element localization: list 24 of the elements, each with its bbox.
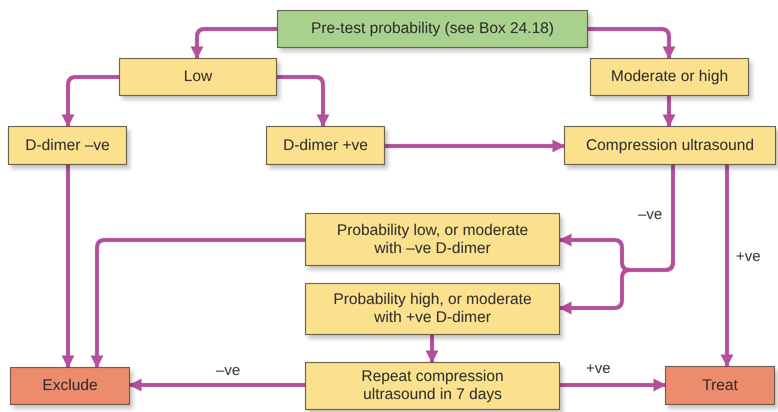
arrow xyxy=(426,335,438,364)
arrow xyxy=(720,165,734,368)
process-box: Compression ultrasound xyxy=(564,126,776,165)
process-box: Moderate or high xyxy=(590,58,749,96)
arrow xyxy=(662,96,676,128)
arrow xyxy=(558,165,675,314)
arrow xyxy=(190,27,277,60)
arrow xyxy=(385,140,566,152)
arrow xyxy=(128,378,305,392)
arrow xyxy=(560,378,666,392)
outcome-box: Treat xyxy=(665,366,775,405)
process-box: Probability low, or moderate with –ve D-dimer xyxy=(305,213,560,266)
arrow xyxy=(62,75,119,128)
process-box: D-dimer –ve xyxy=(8,126,127,165)
process-box: Probability high, or moderate with +ve D-dimer xyxy=(305,283,560,335)
start-box: Pre-test probability (see Box 24.18) xyxy=(277,10,588,48)
arrow xyxy=(90,238,305,368)
arrow xyxy=(277,75,330,128)
process-box: Repeat compression ultrasound in 7 days xyxy=(305,362,560,410)
process-box: D-dimer +ve xyxy=(266,126,385,165)
arrow xyxy=(62,165,74,368)
arrow xyxy=(588,27,676,60)
process-box: Low xyxy=(119,58,277,96)
outcome-box: Exclude xyxy=(10,367,130,405)
